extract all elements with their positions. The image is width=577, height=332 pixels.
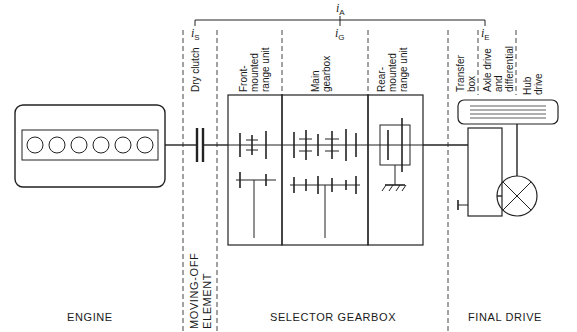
component-label: Hub drive: [522, 55, 544, 95]
component-label: Main gearbox: [310, 48, 332, 92]
component-label: Dry clutch: [190, 30, 201, 92]
section-caption: SELECTOR GEARBOX: [270, 311, 396, 324]
ratio-symbol: iA: [336, 1, 345, 20]
component-label: Axle drive and differential: [482, 36, 515, 92]
ratio-subscript: A: [339, 8, 344, 17]
ratio-symbol: iG: [335, 26, 345, 45]
ratio-symbol: iE: [481, 26, 490, 45]
ratio-subscript: E: [484, 33, 489, 42]
ratio-subscript: G: [338, 33, 344, 42]
section-caption: ENGINE: [67, 311, 113, 324]
component-label: Transfer box: [455, 46, 477, 92]
ratio-letter: i: [481, 26, 484, 40]
ratio-letter: i: [335, 26, 338, 40]
ratio-subscript: S: [194, 33, 199, 42]
ratio-letter: i: [336, 1, 339, 15]
component-label: Front-mounted range unit: [238, 34, 271, 92]
ratio-letter: i: [191, 26, 194, 40]
section-caption: FINAL DRIVE: [468, 311, 542, 324]
section-caption: MOVING-OFF ELEMENT: [188, 217, 214, 329]
ratio-symbol: iS: [191, 26, 200, 45]
component-label: Rear-mounted range unit: [376, 34, 409, 92]
